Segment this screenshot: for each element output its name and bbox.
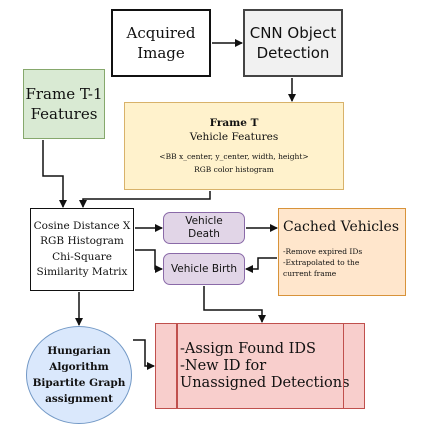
vehicle-birth-node: Vehicle Birth (163, 253, 245, 285)
cached-vehicles-node: Cached Vehicles -Remove expired IDs -Ext… (278, 208, 406, 296)
cnn-detection-node: CNN Object Detection (243, 9, 343, 77)
similarity-line-4: Similarity Matrix (36, 266, 128, 278)
arrow-frame-t1-to-cosine (42, 140, 67, 208)
process-edge-left (176, 324, 178, 408)
similarity-matrix-node: Cosine Distance X RGB Histogram Chi-Squa… (30, 208, 134, 291)
acquired-image-line-1: Acquired (126, 24, 196, 42)
acquired-image-node: Acquired Image (111, 9, 211, 77)
similarity-line-3: Chi-Square (52, 250, 112, 263)
cached-detail-3: current frame (283, 269, 337, 278)
cnn-detection-line-1: CNN Object (249, 24, 337, 42)
similarity-line-1: Cosine Distance X (33, 219, 131, 232)
hungarian-line-3: Bipartite Graph (32, 377, 126, 389)
arrow-cached-to-birth (245, 257, 277, 273)
assign-line-3: Unassigned Detections (180, 374, 350, 391)
cached-detail-2: -Extrapolated to the (283, 258, 360, 267)
hungarian-line-2: Algorithm (49, 361, 109, 373)
frame-t-title: Frame T (209, 116, 259, 129)
assign-line-1: -Assign Found IDS (180, 340, 316, 357)
frame-t1-line-2: Features (30, 105, 98, 123)
vehicle-death-node: Vehicle Death (163, 212, 245, 244)
cnn-detection-line-2: Detection (256, 44, 330, 62)
process-edge-right (342, 324, 344, 408)
frame-t-features-node: Frame T Vehicle Features <BB x_center, y… (124, 102, 344, 190)
acquired-image-line-2: Image (137, 44, 185, 62)
frame-t-detail-bbox: <BB x_center, y_center, width, height> (159, 151, 309, 161)
vehicle-birth-label: Vehicle Birth (170, 263, 238, 275)
arrow-frame-t-to-cosine (79, 191, 211, 208)
cached-detail-1: -Remove expired IDs (283, 247, 363, 256)
frame-t-subtitle: Vehicle Features (189, 130, 279, 143)
frame-t1-features-node: Frame T-1 Features (23, 69, 105, 139)
cached-vehicles-title: Cached Vehicles (283, 219, 400, 235)
assign-line-2: -New ID for (180, 357, 267, 374)
assign-ids-node: -Assign Found IDS -New ID for Unassigned… (155, 323, 365, 409)
arrow-cosine-to-birth (135, 249, 163, 273)
frame-t1-line-1: Frame T-1 (25, 85, 103, 103)
vehicle-death-line-1: Vehicle (185, 215, 223, 227)
hungarian-line-4: assignment (45, 393, 113, 405)
arrow-hungarian-to-assign (133, 339, 155, 370)
hungarian-algorithm-node: Hungarian Algorithm Bipartite Graph assi… (26, 326, 132, 424)
arrow-birth-to-assign (203, 286, 266, 323)
frame-t-detail-histogram: RGB color histogram (194, 164, 274, 174)
vehicle-death-line-2: Death (188, 228, 220, 240)
similarity-line-2: RGB Histogram (40, 235, 124, 247)
hungarian-line-1: Hungarian (47, 345, 111, 357)
